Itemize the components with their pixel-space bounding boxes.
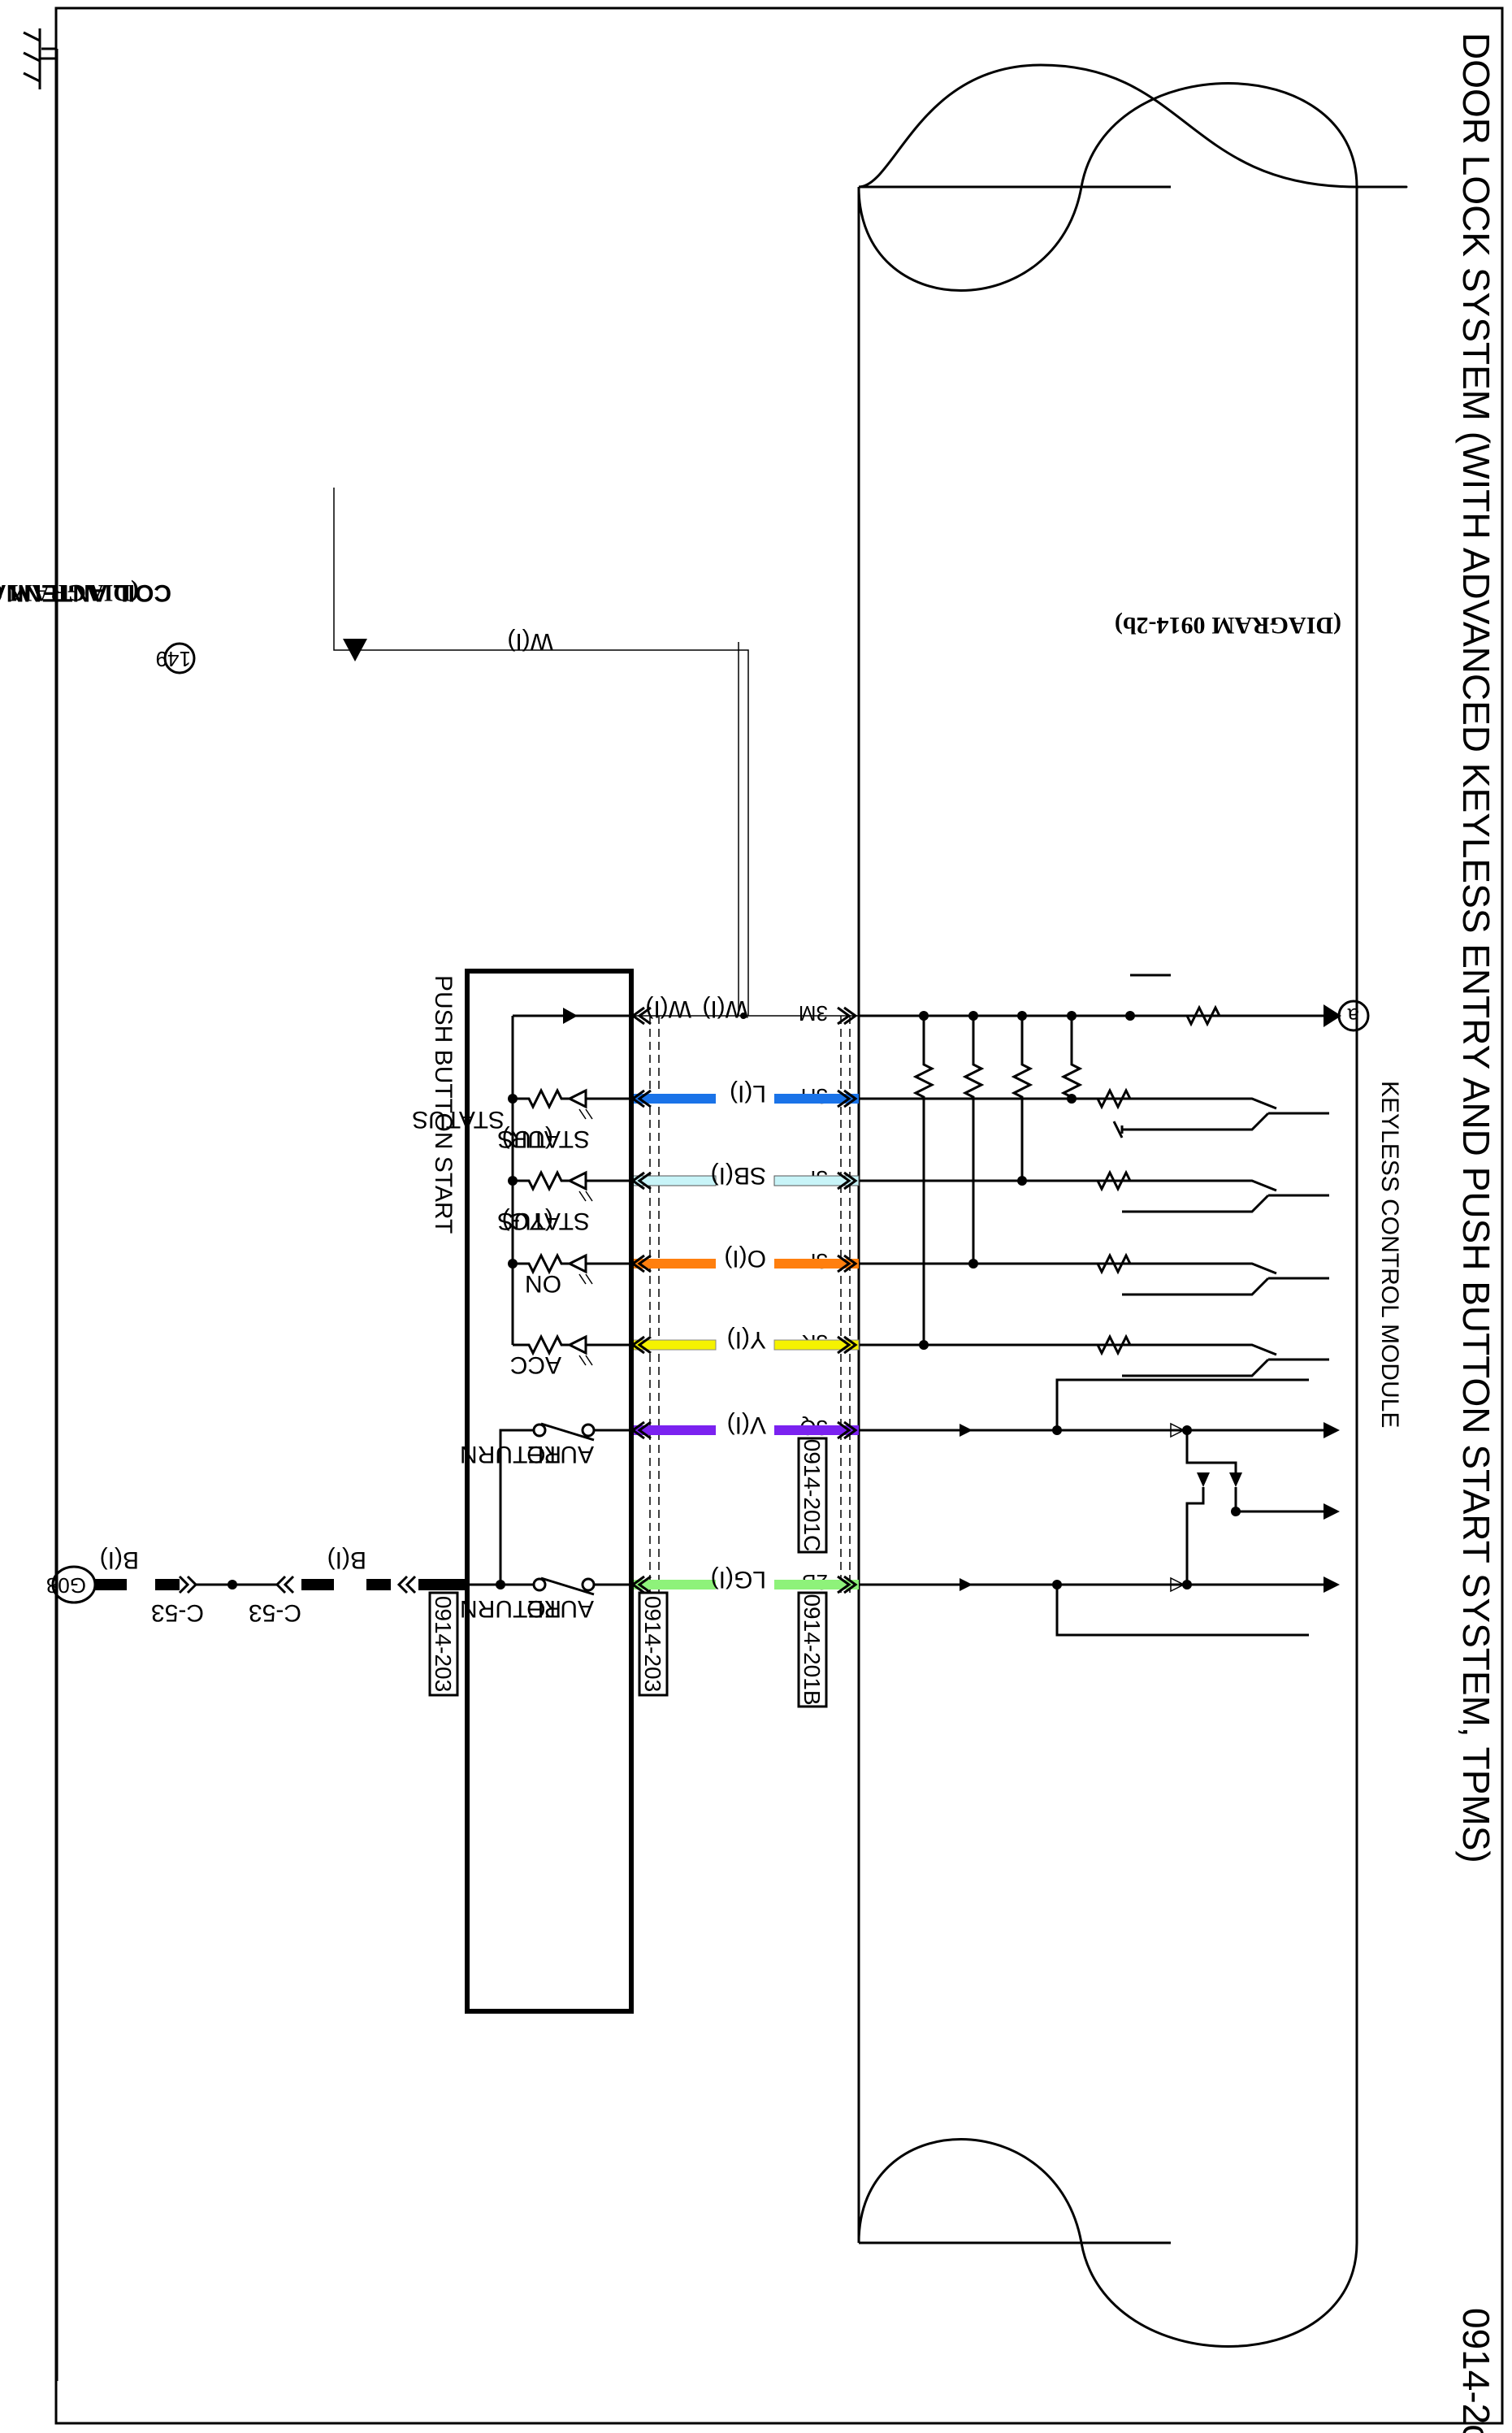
- ref-0914-203-gnd: 0914-203: [431, 1596, 456, 1692]
- connector-149-label: 149: [156, 647, 191, 671]
- wire-segment-3f-a: [774, 1259, 859, 1269]
- transistor-drivers: [1095, 1087, 1329, 1377]
- diode-or-circuit: [960, 1378, 1340, 1637]
- arrow-to-a-icon: [1324, 1004, 1341, 1027]
- status-ur-label-1: STATUS: [412, 1106, 505, 1133]
- wire-segment-3f-b: [631, 1259, 716, 1269]
- wire-segment-3h-b: [631, 1094, 716, 1104]
- wire-label-y: Y(I): [727, 1326, 766, 1353]
- antenna-wire: W(I): [333, 488, 749, 1019]
- diagram-ref-label: (DIAGRAM 0914-2b): [1115, 612, 1341, 639]
- ground-g08-label: G08: [46, 1573, 86, 1598]
- status-yg-text: STATUS: [497, 1208, 590, 1234]
- wire-label-l: L(I): [730, 1080, 766, 1107]
- switch-auto-return-2: AUTO RETURN: [460, 1576, 631, 1622]
- acc-text: ACC: [510, 1351, 561, 1378]
- page-frame: [54, 7, 1504, 2425]
- led-acc: [513, 1334, 631, 1366]
- kcm-label: KEYLESS CONTROL MODULE: [1376, 1081, 1403, 1428]
- led-status-yg: [513, 1169, 631, 1202]
- wire-3i: SB(I): [630, 1162, 860, 1189]
- b-wire-upper: B(I): [327, 1546, 366, 1573]
- wire-segment-2b-a: [774, 1580, 859, 1589]
- diode-3q-icon: [960, 1424, 973, 1437]
- diode-2b-icon: [960, 1578, 973, 1591]
- c53-upper: C-53: [249, 1599, 301, 1626]
- wire-label-w-lower: W(I): [645, 995, 691, 1022]
- connector-a: a (DIAGRAM 0914-2b): [1115, 612, 1370, 1032]
- status-yg-sub: (YG): [502, 1208, 553, 1234]
- led-status-ur: STATUS: [412, 1087, 631, 1133]
- transistor-3h: [1095, 1087, 1329, 1138]
- wire-segment-3i-a: [773, 1175, 860, 1186]
- auto-return-1a: AUTO: [526, 1441, 594, 1468]
- wire-label-lg: LG(I): [711, 1566, 766, 1593]
- pbs-label: PUSH BUTTON START: [430, 975, 457, 1234]
- pbs-internal: STATUS STATUS (UR) STATUS (YG) ON ACC AU…: [412, 1008, 631, 1622]
- transistor-3f: [1095, 1252, 1329, 1296]
- coil-antenna-line2: (DIAGRAM 0914-3): [0, 579, 139, 606]
- transistor-3k: [1095, 1334, 1329, 1377]
- reference-boxes: 0914-201C 0914-201B 0914-203 0914-203: [428, 1437, 828, 1708]
- module-internal-circuit: [859, 974, 1341, 1350]
- auto-return-2b: RETURN: [460, 1595, 561, 1622]
- module-wavy-top: [858, 63, 1408, 813]
- transistor-3i: [1095, 1169, 1329, 1213]
- on-text: ON: [525, 1270, 561, 1297]
- wire-label-w-antenna: W(I): [507, 628, 553, 655]
- wire-2b: LG(I): [631, 1566, 859, 1593]
- coil-antenna-line1: COIL ANTENNA: [0, 579, 171, 606]
- auto-return-2a: AUTO: [526, 1595, 594, 1622]
- ref-0914-201c: 0914-201C: [799, 1439, 825, 1552]
- wire-segment-3k-a: [773, 1339, 860, 1351]
- c53-lower: C-53: [151, 1599, 204, 1626]
- module-wavy-end-bottom: [857, 2138, 1358, 2348]
- wire-segment-2b-b: [631, 1580, 716, 1589]
- connector-a-label: a: [1347, 1004, 1359, 1028]
- pin-row-lines: [859, 1014, 1325, 1586]
- switch-auto-return-1: AUTO RETURN: [460, 1422, 631, 1585]
- ref-0914-203-mid: 0914-203: [640, 1596, 665, 1692]
- wire-segment-3h-a: [774, 1094, 859, 1104]
- wire-3q: V(I): [631, 1412, 859, 1438]
- led-on: [513, 1252, 631, 1285]
- wire-3h: L(I): [631, 1080, 859, 1107]
- push-button-start: PUSH BUTTON START: [430, 969, 634, 2014]
- page-number: 0914-2c: [1455, 2308, 1497, 2433]
- wire-3f: O(I): [631, 1245, 859, 1272]
- ground-circuit: B(I) C-53 C-53 B(I) G08: [41, 47, 467, 2381]
- status-ur-sub: (UR): [502, 1125, 553, 1152]
- wire-label-o: O(I): [724, 1245, 766, 1272]
- ref-0914-201b: 0914-201B: [799, 1594, 825, 1705]
- diode-icon: [563, 1008, 578, 1024]
- wire-segment-3q-b: [631, 1425, 716, 1435]
- wire-label-sb: SB(I): [711, 1162, 766, 1189]
- module-wavy-end-top: [857, 82, 1358, 292]
- coil-antenna-label: COIL ANTENNA (DIAGRAM 0914-3): [0, 579, 171, 606]
- chassis-ground-icon: [23, 28, 57, 89]
- auto-return-1b: RETURN: [460, 1441, 561, 1468]
- b-wire-lower: B(I): [100, 1546, 139, 1573]
- pin-3m: 3M: [799, 1001, 828, 1026]
- wire-segment-3q-a: [774, 1425, 859, 1435]
- wire-3k: Y(I): [630, 1326, 860, 1353]
- page-title: DOOR LOCK SYSTEM (WITH ADVANCED KEYLESS …: [1455, 33, 1497, 1863]
- shield-harness: [649, 1016, 851, 1593]
- status-ur-text: STATUS: [497, 1125, 590, 1152]
- arrow-to-149-icon: [343, 639, 367, 661]
- wire-label-w-upper: W(I): [702, 995, 748, 1022]
- keyless-control-module: KEYLESS CONTROL MODULE: [857, 63, 1408, 2348]
- wire-label-v: V(I): [727, 1412, 766, 1438]
- connector-149: 149: [156, 642, 196, 674]
